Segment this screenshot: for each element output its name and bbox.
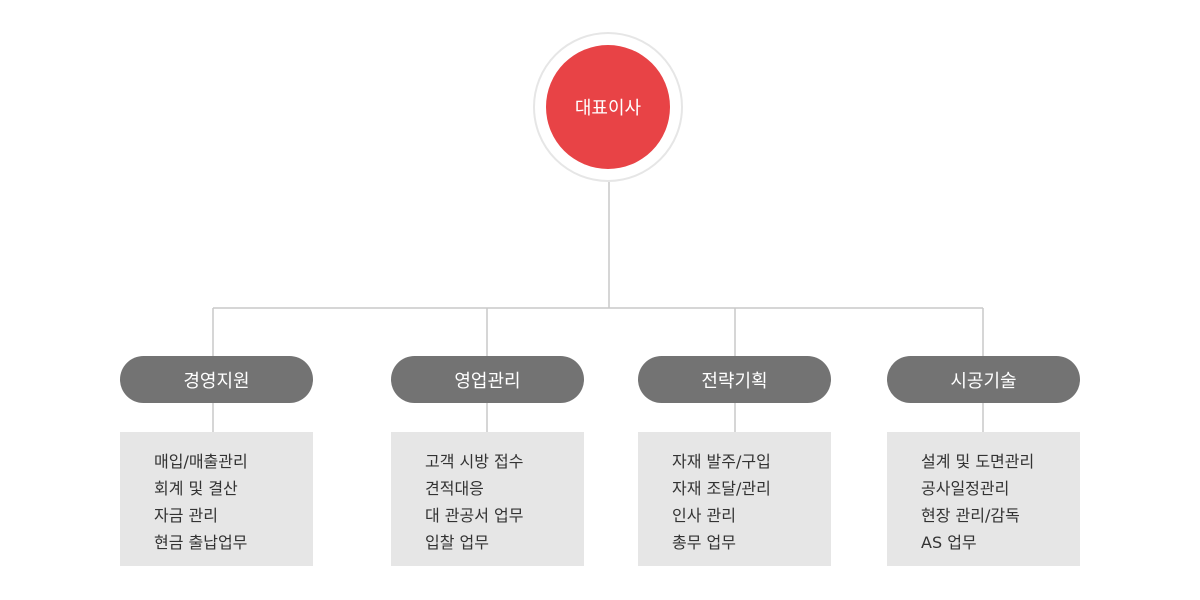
duty-item: 고객 시방 접수 [425,452,524,471]
dept-node-construction-tech: 시공기술 [887,356,1080,403]
duties-list: 고객 시방 접수 견적대응 대 관공서 업무 입찰 업무 [391,448,584,556]
dept-node-management-support: 경영지원 [120,356,313,403]
dept-label: 경영지원 [183,370,250,392]
duties-box-construction-tech: 설계 및 도면관리 공사일정관리 현장 관리/감독 AS 업무 [887,432,1080,566]
dept-label: 영업관리 [454,370,521,392]
dept-node-strategic-planning: 전략기획 [638,356,831,403]
duty-item: 현금 출납업무 [154,533,248,552]
duty-item: 회계 및 결산 [154,479,238,498]
duty-item: 공사일정관리 [921,479,1010,498]
duty-item: 현장 관리/감독 [921,506,1020,525]
dept-label: 시공기술 [950,370,1017,392]
duty-item: 자금 관리 [154,506,218,525]
duty-item: 총무 업무 [672,533,736,552]
duty-item: 매입/매출관리 [154,452,248,471]
dept-node-sales-management: 영업관리 [391,356,584,403]
duty-item: 대 관공서 업무 [425,506,524,525]
duty-item: AS 업무 [921,533,977,552]
ceo-label: 대표이사 [574,98,642,119]
duties-list: 설계 및 도면관리 공사일정관리 현장 관리/감독 AS 업무 [887,448,1080,556]
dept-label: 전략기획 [701,370,768,392]
duties-box-management-support: 매입/매출관리 회계 및 결산 자금 관리 현금 출납업무 [120,432,313,566]
duties-list: 자재 발주/구입 자재 조달/관리 인사 관리 총무 업무 [638,448,831,556]
duty-item: 자재 조달/관리 [672,479,771,498]
duties-list: 매입/매출관리 회계 및 결산 자금 관리 현금 출납업무 [120,448,313,556]
duty-item: 인사 관리 [672,506,736,525]
duty-item: 설계 및 도면관리 [921,452,1035,471]
duty-item: 입찰 업무 [425,533,489,552]
ceo-node: 대표이사 [546,45,670,169]
duties-box-strategic-planning: 자재 발주/구입 자재 조달/관리 인사 관리 총무 업무 [638,432,831,566]
duty-item: 자재 발주/구입 [672,452,771,471]
duties-box-sales-management: 고객 시방 접수 견적대응 대 관공서 업무 입찰 업무 [391,432,584,566]
duty-item: 견적대응 [425,479,484,498]
